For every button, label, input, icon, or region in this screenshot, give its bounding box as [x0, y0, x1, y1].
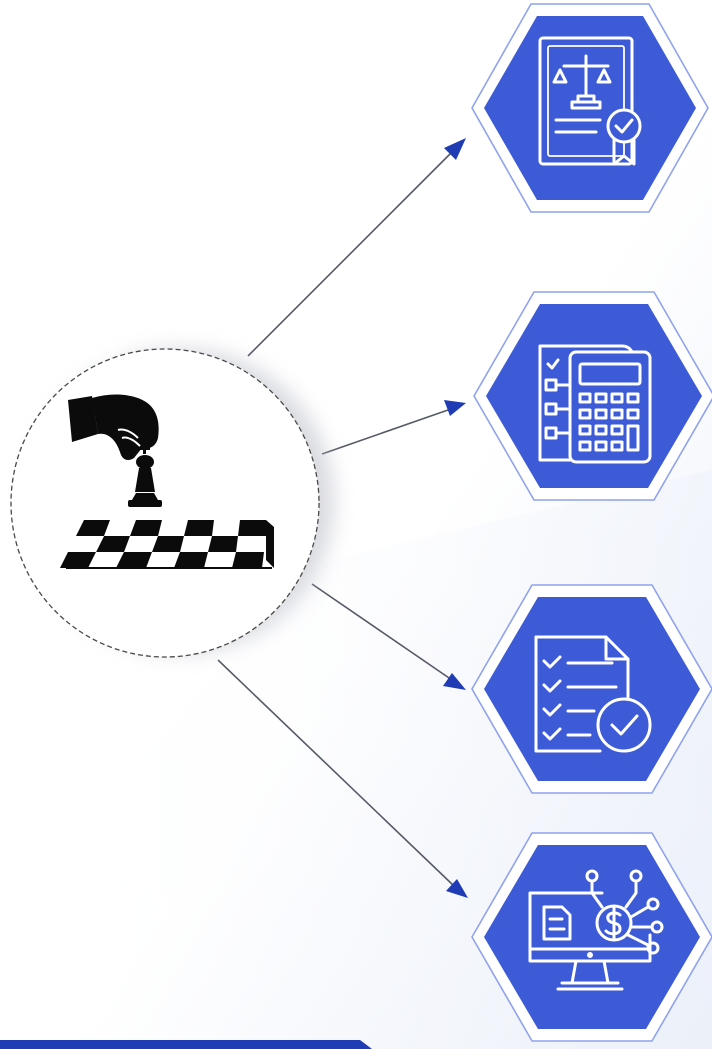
bottom-accent-bar: [0, 1040, 372, 1049]
computer-dollar-network-icon: [528, 869, 664, 991]
hex-node-3: [471, 584, 712, 794]
arrowhead-1: [444, 138, 466, 160]
legal-certificate-scales-icon: [538, 36, 642, 166]
checklist-document-approved-icon: [534, 635, 652, 753]
chess-hand-moving-king-icon: [60, 394, 274, 569]
hex-node-1: [471, 3, 709, 213]
center-circle: [10, 348, 320, 658]
center-node: [10, 348, 334, 658]
connector-line-3: [311, 583, 453, 681]
connector-line-4: [217, 659, 455, 887]
arrowhead-2: [444, 400, 466, 416]
hex-node-2: [473, 291, 712, 501]
chessboard: [60, 520, 274, 569]
hex-fill-4: [484, 845, 700, 1029]
connector-group: [217, 138, 468, 898]
arrowhead-3: [443, 673, 466, 690]
calculator-checklist-icon: [538, 344, 652, 464]
arrowhead-4: [446, 879, 468, 898]
connector-line-2: [321, 409, 449, 455]
connector-line-1: [247, 151, 453, 357]
hex-node-4: [471, 832, 712, 1042]
